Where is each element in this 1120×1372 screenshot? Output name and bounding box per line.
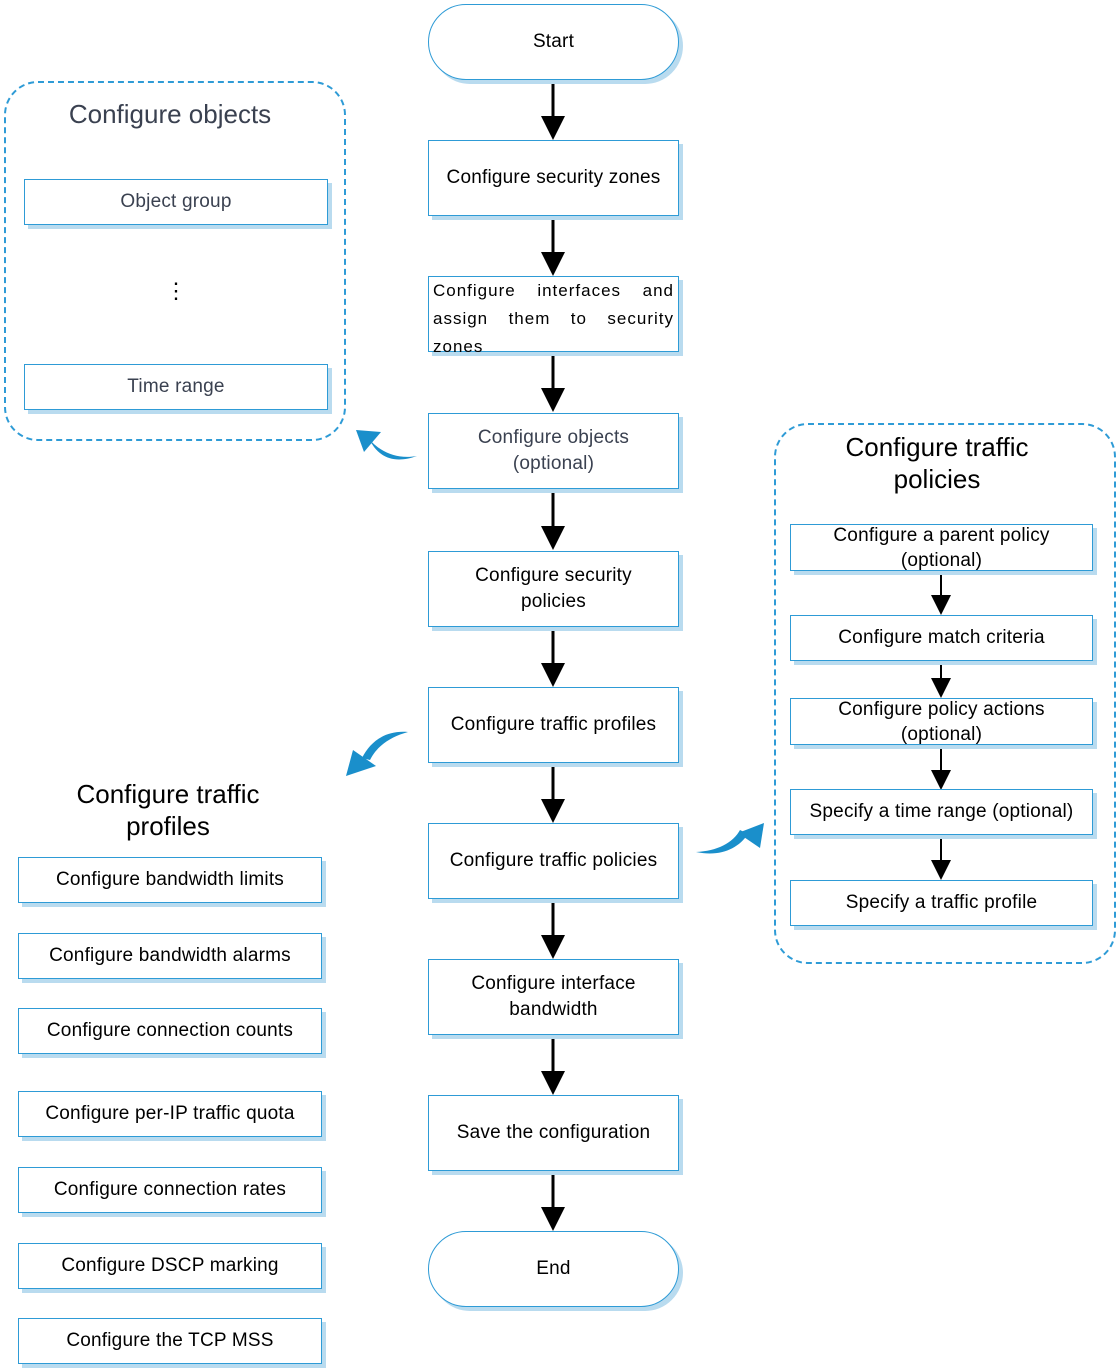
objects-step: Configure objects (optional) xyxy=(428,413,679,489)
interface-bandwidth-line2: bandwidth xyxy=(509,999,598,1020)
profile-list-item-label: Configure bandwidth limits xyxy=(55,869,285,890)
security-policies-line2: policies xyxy=(521,591,586,612)
start-terminal: Start xyxy=(428,4,679,80)
profile-list-item-label: Configure connection rates xyxy=(53,1179,287,1200)
interfaces-label-line1: Configure interfaces and xyxy=(433,281,674,300)
traffic-profiles-step: Configure traffic profiles xyxy=(428,687,679,763)
profile-list-item-label: Configure per-IP traffic quota xyxy=(45,1103,295,1124)
profiles-list-title-line2: profiles xyxy=(126,811,210,841)
policies-panel-title-line2: policies xyxy=(893,464,981,494)
curved-arrow-to-policies xyxy=(696,823,764,854)
interfaces-label-line3: zones xyxy=(433,337,484,356)
profile-list-item-label: Configure connection counts xyxy=(46,1020,294,1041)
time-range-policy-item: Specify a time range (optional) xyxy=(790,789,1093,835)
policy-actions-line2: (optional) xyxy=(900,723,983,745)
object-group-label: Object group xyxy=(120,191,232,212)
parent-policy-line2: (optional) xyxy=(900,549,983,571)
profile-list-item-label: Configure bandwidth alarms xyxy=(49,945,291,966)
match-criteria-label: Configure match criteria xyxy=(838,627,1045,648)
profiles-list-title: Configure traffic profiles xyxy=(18,778,318,842)
security-policies-step: Configure security policies xyxy=(428,551,679,627)
policies-panel-title: Configure traffic policies xyxy=(774,431,1100,495)
policies-panel-title-line1: Configure traffic xyxy=(845,432,1029,462)
curved-arrow-to-objects xyxy=(356,430,417,460)
time-range-item: Time range xyxy=(24,364,328,410)
traffic-profile-item: Specify a traffic profile xyxy=(790,880,1093,926)
profile-list-item-label: Configure the TCP MSS xyxy=(66,1330,274,1351)
start-label: Start xyxy=(532,31,575,52)
time-range-policy-label: Specify a time range (optional) xyxy=(809,801,1074,822)
profile-list-item: Configure per-IP traffic quota xyxy=(18,1091,322,1137)
interfaces-label-line2: assign them to security xyxy=(433,309,674,328)
object-group-item: Object group xyxy=(24,179,328,225)
save-configuration-step: Save the configuration xyxy=(428,1095,679,1171)
profile-list-item: Configure connection rates xyxy=(18,1167,322,1213)
ellipsis-icon: ⋮ xyxy=(165,278,187,303)
objects-panel xyxy=(4,81,346,441)
save-configuration-label: Save the configuration xyxy=(456,1122,651,1143)
security-zones-label: Configure security zones xyxy=(446,167,661,188)
traffic-profiles-label: Configure traffic profiles xyxy=(450,714,657,735)
parent-policy-line1: Configure a parent policy xyxy=(833,524,1050,546)
parent-policy-item: Configure a parent policy (optional) xyxy=(790,524,1093,571)
traffic-policies-label: Configure traffic policies xyxy=(449,850,658,871)
profile-list-item: Configure bandwidth limits xyxy=(18,857,322,903)
objects-panel-title: Configure objects xyxy=(68,99,272,129)
profile-list-item: Configure DSCP marking xyxy=(18,1243,322,1289)
profile-list-item: Configure the TCP MSS xyxy=(18,1318,322,1364)
objects-label-line1: Configure objects xyxy=(477,427,630,448)
curved-arrow-to-profiles xyxy=(346,731,408,776)
traffic-policies-step: Configure traffic policies xyxy=(428,823,679,899)
objects-label-line2: (optional) xyxy=(512,453,595,474)
profile-list-item-label: Configure DSCP marking xyxy=(61,1255,279,1276)
interface-bandwidth-step: Configure interface bandwidth xyxy=(428,959,679,1035)
profile-list-item: Configure connection counts xyxy=(18,1008,322,1054)
end-label: End xyxy=(536,1258,571,1279)
end-terminal: End xyxy=(428,1231,679,1307)
policy-actions-item: Configure policy actions (optional) xyxy=(790,698,1093,745)
security-policies-line1: Configure security xyxy=(475,565,632,586)
interfaces-step: Configure interfaces and assign them to … xyxy=(428,276,679,356)
interface-bandwidth-line1: Configure interface xyxy=(471,973,636,994)
policy-actions-line1: Configure policy actions xyxy=(838,698,1045,720)
traffic-profile-label: Specify a traffic profile xyxy=(845,892,1038,913)
match-criteria-item: Configure match criteria xyxy=(790,615,1093,661)
policies-panel xyxy=(774,423,1116,964)
profile-list-item: Configure bandwidth alarms xyxy=(18,933,322,979)
profiles-list-title-line1: Configure traffic xyxy=(76,779,260,809)
security-zones-step: Configure security zones xyxy=(428,140,679,216)
time-range-label: Time range xyxy=(127,376,225,397)
